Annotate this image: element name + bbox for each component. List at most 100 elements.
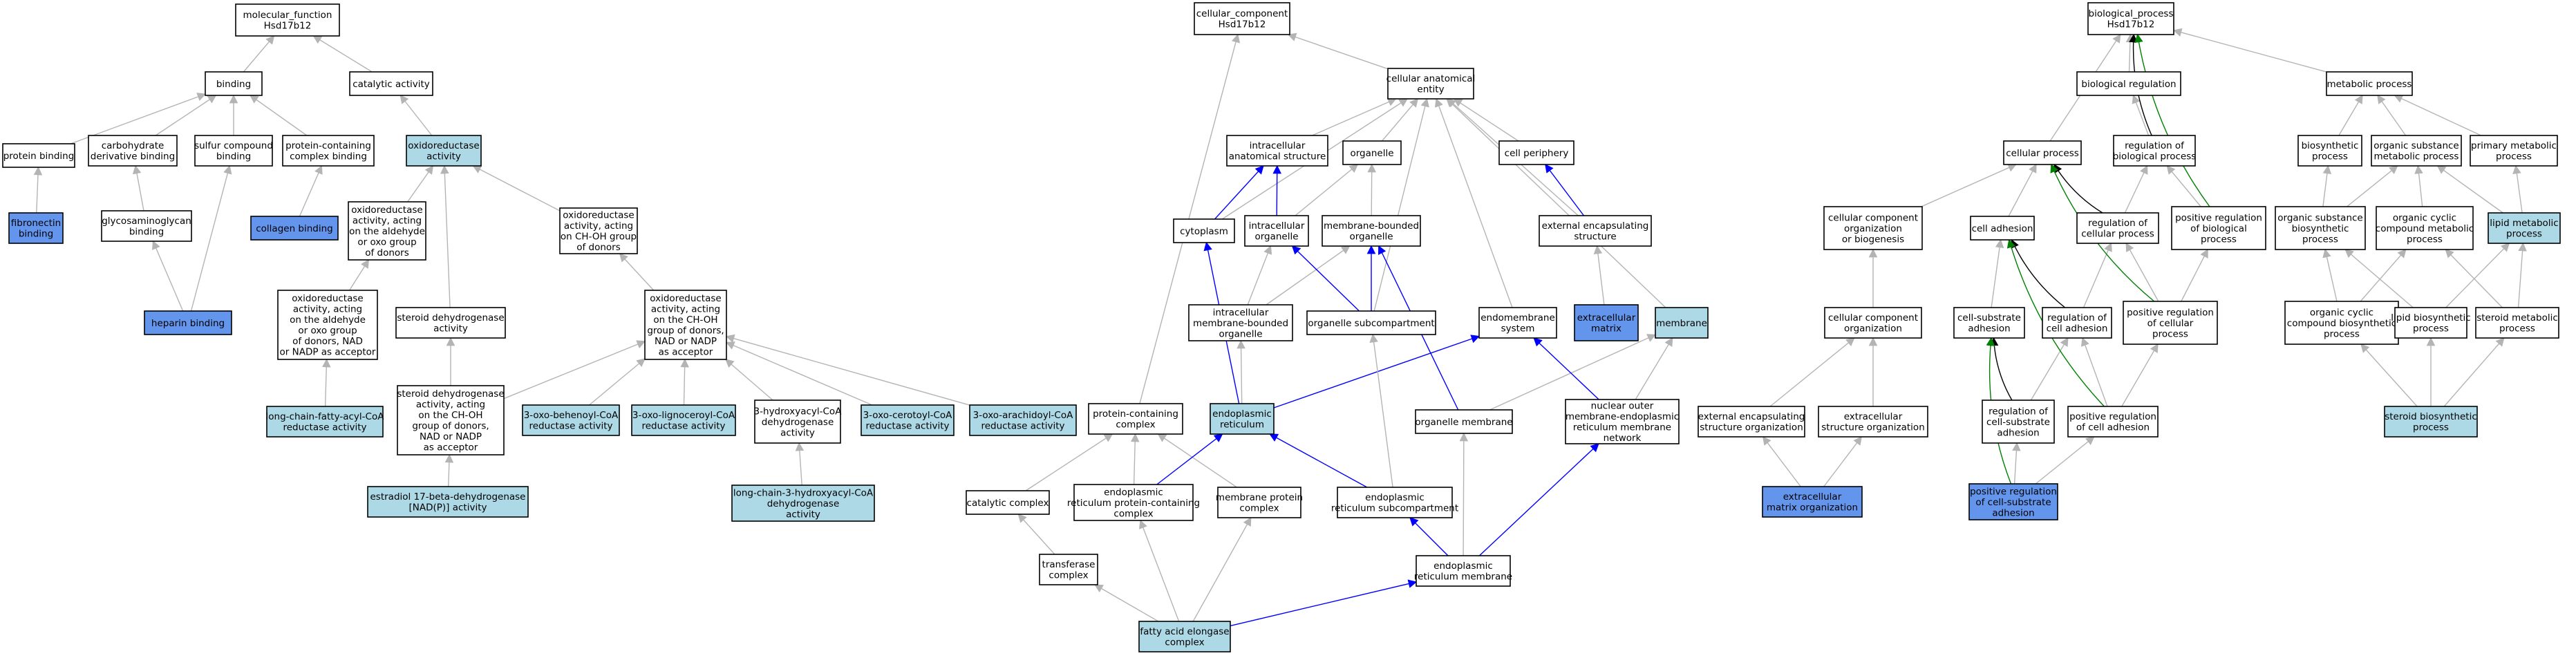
- go-term-node-protein-binding[interactable]: protein binding: [2, 143, 75, 168]
- go-term-node-cellular-process[interactable]: cellular process: [2003, 140, 2082, 165]
- edge-gray: [2166, 165, 2201, 207]
- go-term-node-cytoplasm[interactable]: cytoplasm: [1173, 218, 1235, 243]
- node-label-line: system: [1501, 323, 1535, 335]
- edge-gray: [2436, 165, 2503, 214]
- node-box: [1498, 140, 1574, 165]
- node-box: [395, 307, 506, 339]
- node-label-line: adhesion: [1968, 323, 2010, 335]
- go-term-node-bio-reg[interactable]: biological regulation: [2076, 71, 2181, 96]
- go-term-node-lc-hydroxyacyl[interactable]: long-chain-3-hydroxyacyl-CoAdehydrogenas…: [731, 485, 875, 522]
- node-label-line: oxidoreductase: [292, 293, 363, 304]
- go-term-node-catalytic-complex[interactable]: catalytic complex: [966, 490, 1050, 515]
- go-term-node-org-membrane[interactable]: organelle membrane: [1415, 409, 1513, 434]
- go-term-node-cell-adhesion[interactable]: cell adhesion: [1970, 216, 2035, 241]
- node-box: [2376, 206, 2474, 250]
- go-term-node-nuclear-outer[interactable]: nuclear outermembrane-endoplasmicreticul…: [1565, 399, 1680, 444]
- edge-gray: [503, 340, 646, 400]
- go-term-node-heparin[interactable]: heparin binding: [144, 310, 232, 335]
- edge-gray: [1367, 163, 1377, 216]
- node-label-line: NAD or NADP: [655, 336, 717, 347]
- go-term-node-org-subcomp[interactable]: organelle subcompartment: [1306, 310, 1436, 335]
- node-label-line: cell adhesion: [2047, 323, 2108, 335]
- go-term-node-collagen[interactable]: collagen binding: [250, 216, 339, 241]
- go-term-node-binding[interactable]: binding: [205, 71, 263, 96]
- go-term-node-organelle[interactable]: organelle: [1342, 140, 1402, 165]
- edge-blue: [1273, 335, 1480, 408]
- go-term-node-catalytic[interactable]: catalytic activity: [349, 71, 433, 96]
- edge-gray: [2172, 28, 2327, 73]
- node-box: [1818, 406, 1928, 438]
- edge-gray: [2443, 337, 2505, 407]
- node-label-line: binding: [19, 229, 53, 240]
- go-term-node-metabolic[interactable]: metabolic process: [2326, 71, 2413, 96]
- node-box: [1953, 307, 2025, 339]
- node-label-line: complex: [1165, 637, 1204, 648]
- node-label-line: cell-substrate: [1957, 312, 2021, 323]
- go-term-node-membrane[interactable]: membrane: [1655, 307, 1709, 339]
- go-term-node-estradiol[interactable]: estradiol 17-beta-dehydrogenase[NAD(P)] …: [367, 486, 529, 518]
- go-term-node-cell-periphery[interactable]: cell periphery: [1498, 140, 1574, 165]
